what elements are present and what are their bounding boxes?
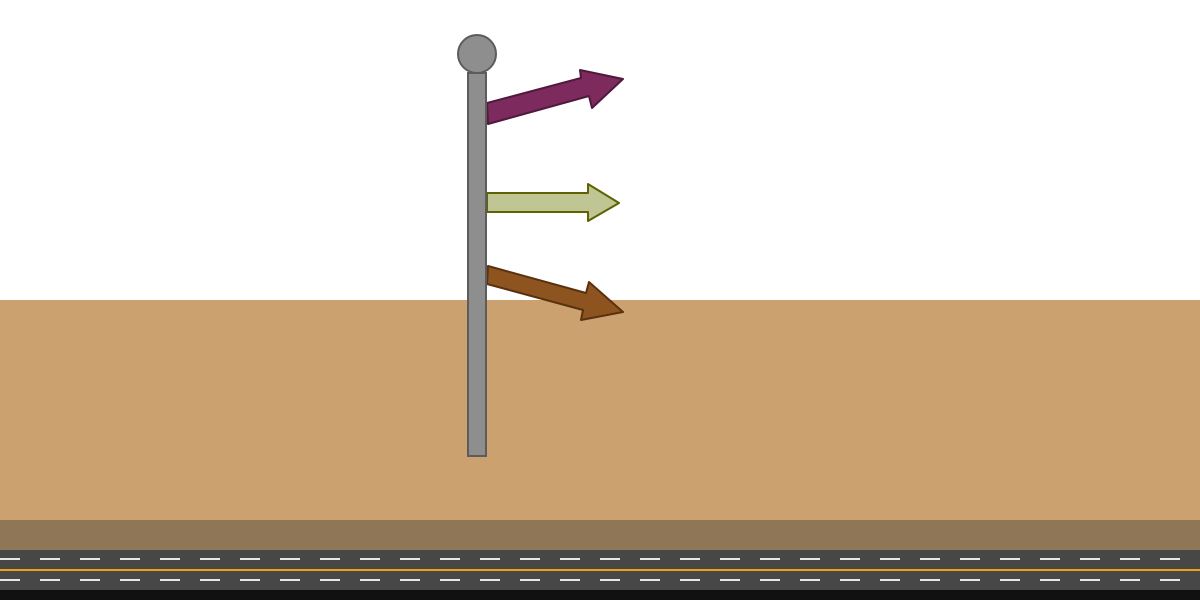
arrow-right-icon [486, 183, 620, 222]
road-edge [0, 590, 1200, 600]
road [0, 550, 1200, 600]
signpost-pole-cap [457, 34, 497, 74]
signpost [457, 34, 624, 457]
ground [0, 300, 1200, 520]
sky [0, 0, 1200, 300]
signpost-pole [467, 72, 487, 457]
arrow-down-right-icon [486, 265, 624, 321]
road-shoulder [0, 520, 1200, 550]
arrow-up-right-icon [486, 69, 624, 125]
